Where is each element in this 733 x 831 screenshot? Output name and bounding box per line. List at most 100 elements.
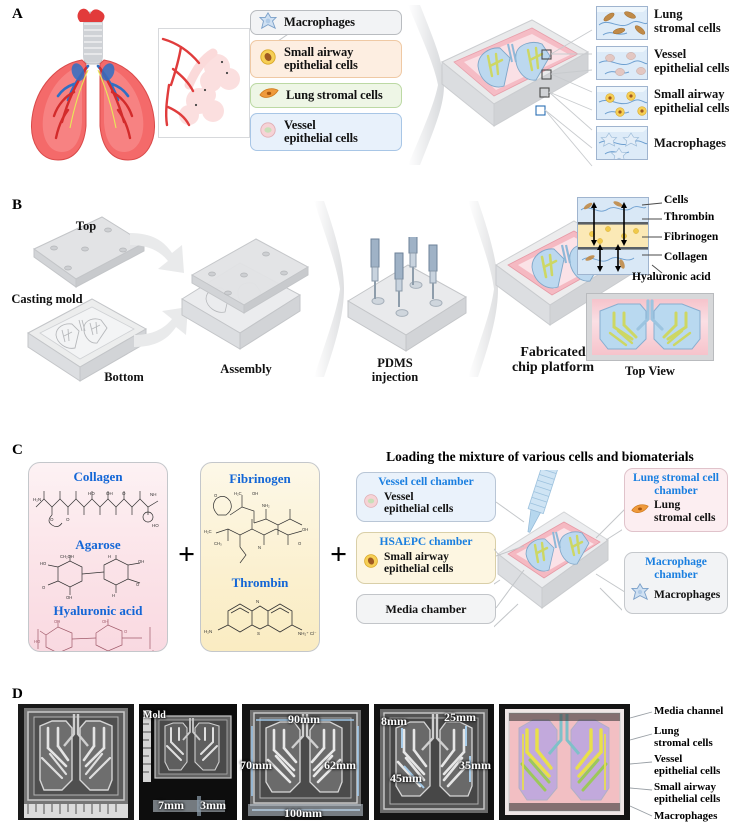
legend-item-lung-stromal[interactable]: Lung stromal cells (250, 83, 402, 108)
callout-cells: Cells (664, 194, 689, 206)
panel-a-letter: A (12, 6, 23, 22)
svg-text:H₂C: H₂C (234, 491, 242, 496)
legend-media-channel: Media channel (654, 705, 724, 717)
svg-text:CH₃: CH₃ (214, 541, 222, 546)
legend-vessel-epithelial: Vessel epithelial cells (654, 753, 721, 778)
panel-b-callout-lines (641, 202, 663, 274)
macrophage-cell-icon (258, 11, 278, 33)
legend-item-small-airway[interactable]: Small airway epithelial cells (250, 40, 402, 78)
chamber-title-lung-stromal: Lung stromal cell chamber (632, 472, 720, 497)
svg-text:OH: OH (252, 491, 258, 496)
chamber-hsaepc[interactable]: HSAEPC chamber Small airway epithelial c… (356, 532, 496, 584)
arrow-bottom-assembly-icon (132, 295, 194, 362)
svg-text:CH₂OH: CH₂OH (60, 555, 74, 559)
chamber-macrophage[interactable]: Macrophage chamber Macrophages (624, 552, 728, 614)
pdms-injection-3d (338, 224, 474, 365)
panel-c-leader-left (495, 501, 525, 609)
top-view-chip (586, 293, 714, 361)
overlay-label-70mm: 70mm (240, 758, 272, 772)
panel-c-leader-right (595, 505, 629, 595)
callout-thrombin: Thrombin (664, 211, 715, 223)
svg-text:n: n (152, 649, 155, 652)
legend-item-vessel[interactable]: Vessel epithelial cells (250, 113, 402, 151)
svg-text:H₂N: H₂N (33, 497, 41, 502)
casting-mold-bottom-plate (22, 293, 152, 388)
lung-stromal-cell-icon (631, 503, 649, 521)
legend-small-airway: Small airway epithelial cells (654, 781, 721, 806)
panel-d: D (0, 672, 733, 831)
chamber-cell-media: Media chamber (385, 601, 467, 616)
svg-text:H: H (112, 593, 115, 598)
step-label-top-view: Top View (625, 364, 675, 378)
panel-d-letter: D (12, 686, 23, 702)
svg-text:O: O (298, 541, 302, 546)
photo-mold-thickness (139, 704, 237, 820)
macrophage-cell-icon (630, 583, 650, 606)
overlay-label-100mm: 100mm (284, 806, 322, 820)
svg-text:NH₂⁺ Cl⁻: NH₂⁺ Cl⁻ (298, 631, 317, 636)
legend-macrophages: Macrophages (654, 810, 718, 822)
callout-collagen: Collagen (664, 251, 708, 263)
overlay-label-62mm: 62mm (324, 758, 356, 772)
step-label-pdms-injection: PDMS injection (371, 356, 419, 384)
svg-text:O: O (50, 517, 54, 522)
svg-text:HO: HO (40, 561, 47, 566)
step-label-fabricated-chip: Fabricated chip platform (511, 345, 595, 376)
lung-illustration (18, 8, 168, 168)
overlay-label-mold: Mold (143, 710, 166, 721)
chamber-title-hsaepc: HSAEPC chamber (379, 536, 473, 548)
inset-label-lung-stromal: Lung stromal cells (654, 7, 721, 35)
material-label-thrombin: Thrombin (231, 575, 289, 590)
svg-text:H₂C: H₂C (204, 529, 212, 534)
svg-text:HO: HO (88, 491, 95, 496)
material-label-hyaluronic-acid: Hyaluronic acid (53, 603, 143, 618)
vessel-epithelial-cell-icon (259, 121, 277, 142)
callout-hyaluronic-acid: Hyaluronic acid (632, 271, 711, 283)
svg-text:OH: OH (138, 559, 144, 564)
arrow-top-assembly-icon (128, 227, 190, 294)
alveoli-zoom-box (158, 28, 250, 138)
overlay-label-45mm: 45mm (390, 771, 422, 785)
step-label-bottom: Bottom (104, 370, 144, 384)
chamber-media[interactable]: Media chamber (356, 594, 496, 624)
panel-c: C Loading the mixture of various cells a… (0, 430, 733, 665)
flow-arrow-icon (404, 5, 444, 170)
flow-chevron-2-icon (464, 201, 498, 382)
legend-item-macrophages[interactable]: Macrophages (250, 10, 402, 35)
overlay-label-90mm: 90mm (288, 712, 320, 726)
legend-label-vessel: Vessel epithelial cells (284, 117, 358, 145)
inset-vessel (596, 46, 648, 80)
svg-text:O: O (42, 585, 46, 590)
step-label-top: Top (75, 219, 97, 233)
panel-c-title: Loading the mixture of various cells and… (386, 449, 694, 464)
callout-fibrinogen: Fibrinogen (664, 231, 719, 243)
plus-sign-2: + (330, 538, 348, 571)
chamber-vessel-cell[interactable]: Vessel cell chamber Vessel epithelial ce… (356, 472, 496, 522)
svg-text:OH: OH (106, 491, 113, 496)
svg-text:HO: HO (34, 639, 41, 644)
material-label-agarose: Agarose (75, 537, 121, 552)
inset-small-airway (596, 86, 648, 120)
chamber-lung-stromal[interactable]: Lung stromal cell chamber Lung stromal c… (624, 468, 728, 532)
photo-colorized-chip (499, 704, 630, 820)
overlay-label-8mm: 8mm (381, 714, 407, 728)
overlay-label-35mm: 35mm (459, 758, 491, 772)
chip-platform-3d-c (481, 462, 629, 639)
svg-text:OH: OH (302, 527, 308, 532)
small-airway-epithelial-cell-icon (259, 48, 277, 69)
photo-chip-inner-dimensions (374, 704, 494, 820)
panel-c-letter: C (12, 442, 23, 458)
inset-label-vessel: Vessel epithelial cells (654, 47, 730, 75)
flow-chevron-1-icon (310, 201, 344, 382)
legend-label-lung-stromal: Lung stromal cells (286, 87, 383, 102)
chamber-cell-lung-stromal: Lung stromal cells (654, 499, 716, 524)
svg-text:O: O (122, 491, 126, 496)
layered-matrix-inset (577, 197, 649, 275)
step-label-assembly: Assembly (220, 362, 272, 376)
overlay-label-25mm: 25mm (444, 710, 476, 724)
svg-text:O: O (124, 629, 128, 634)
plus-sign-1: + (178, 538, 196, 571)
casting-mold-top-plate (28, 213, 148, 303)
inset-macrophages (596, 126, 648, 160)
